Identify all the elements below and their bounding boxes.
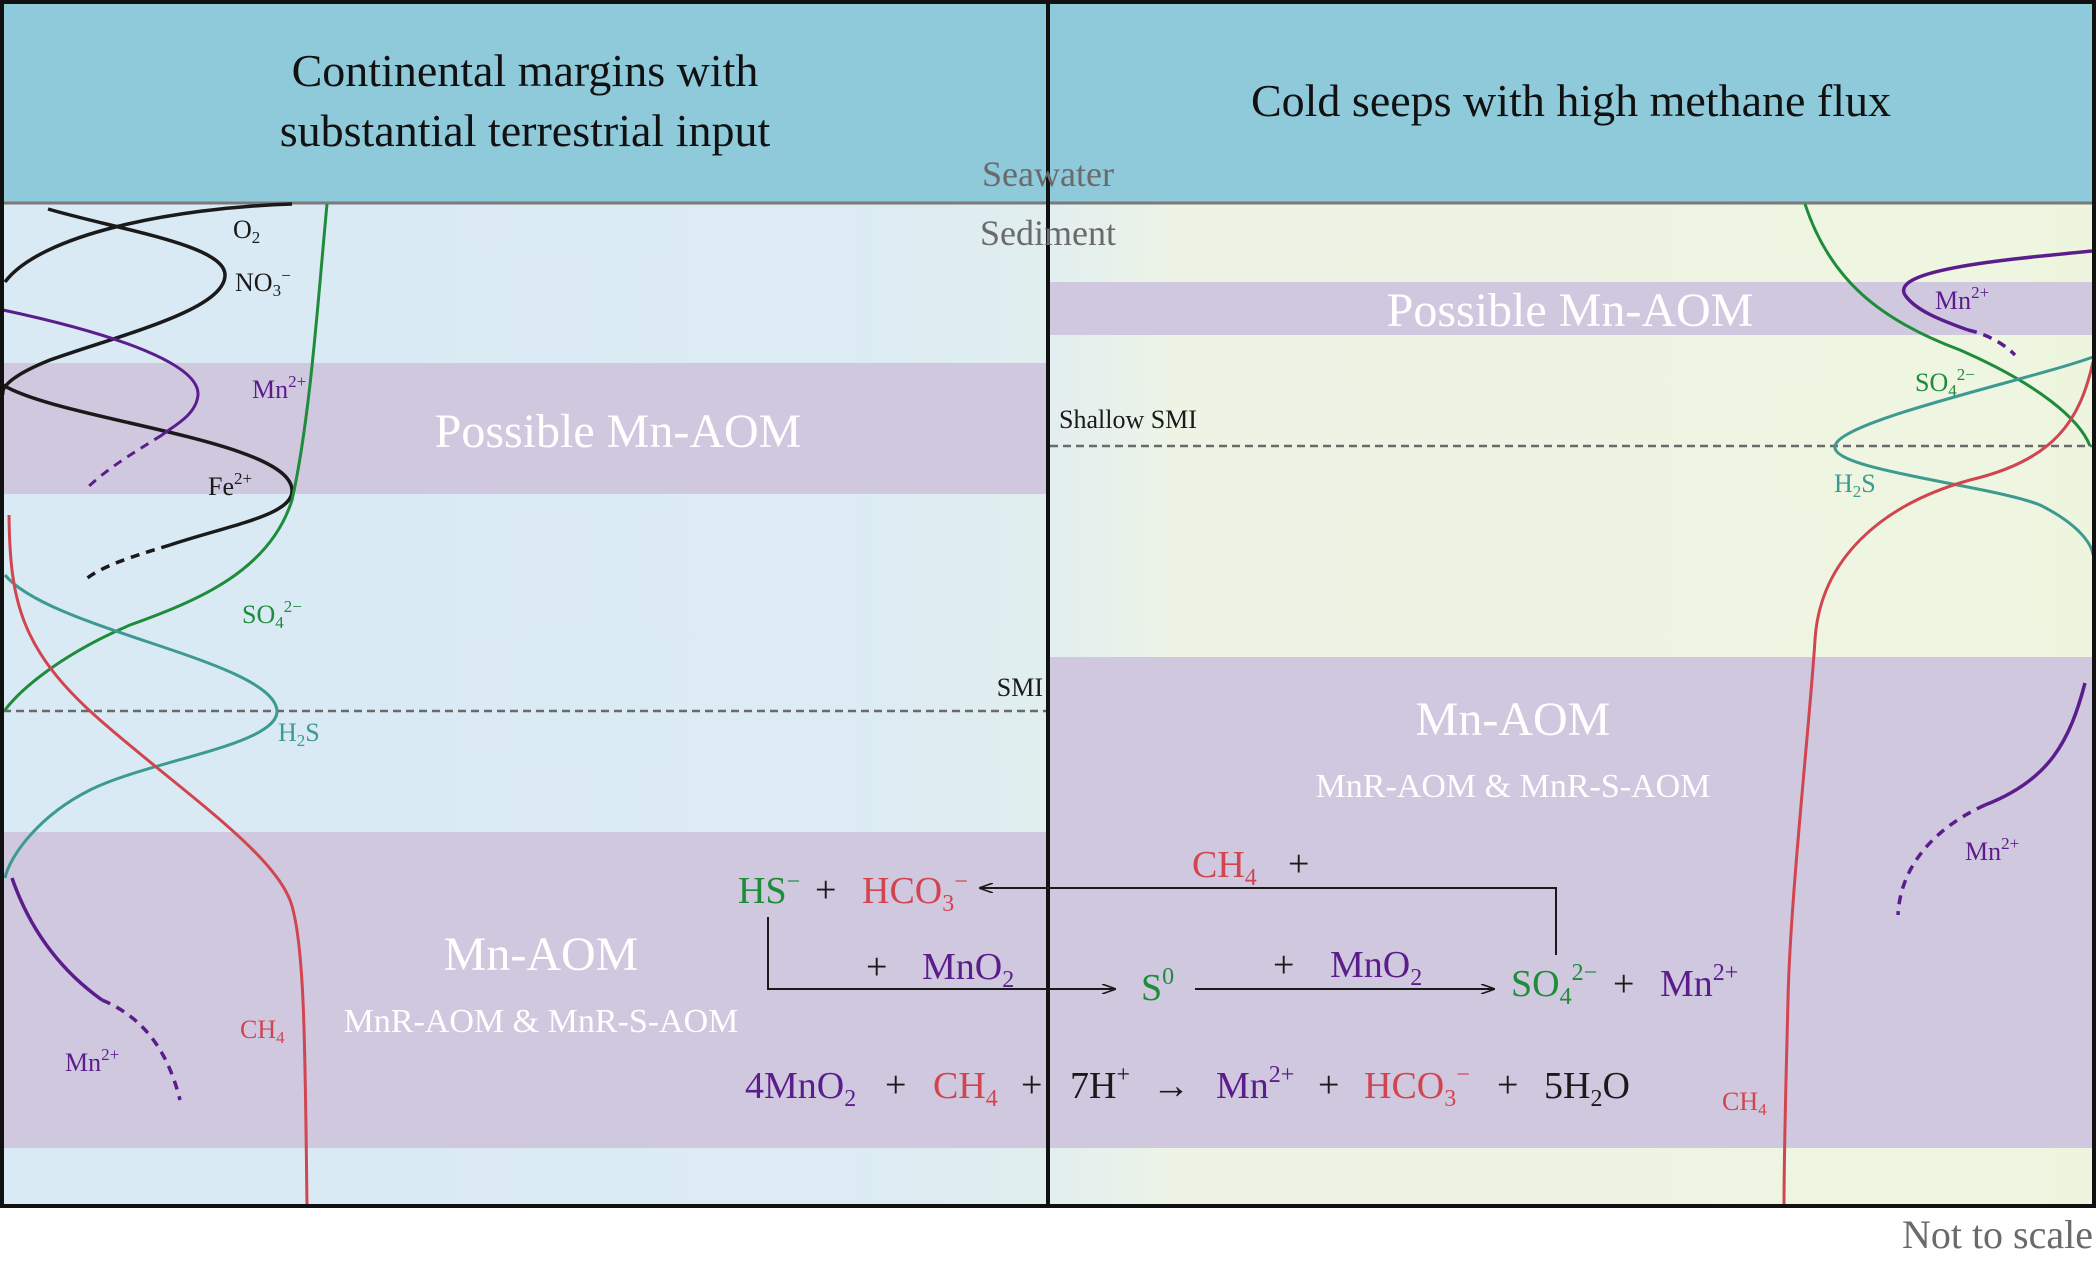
rxn-overall-ch4: CH4 bbox=[933, 1065, 998, 1112]
right-mnaom-sublabel: MnR-AOM & MnR-S-AOM bbox=[1316, 768, 1711, 805]
left-fe-profile bbox=[2, 383, 294, 547]
left-so4-label: SO42− bbox=[242, 597, 302, 632]
rxn-overall-plus-3: + bbox=[1318, 1064, 1339, 1106]
rxn-hco3-top: HCO3− bbox=[862, 869, 968, 917]
left-smi-label: SMI bbox=[997, 673, 1043, 702]
left-profiles bbox=[1, 202, 329, 1207]
rxn-mn: Mn2+ bbox=[1660, 960, 1738, 1005]
left-h2s-label: H2S bbox=[278, 718, 320, 750]
right-mnaom-band bbox=[1050, 657, 2093, 1148]
left-seawater-panel bbox=[3, 3, 1048, 203]
left-title-line2: substantial terrestrial input bbox=[280, 105, 771, 156]
left-mnaom-sublabel: MnR-AOM & MnR-S-AOM bbox=[344, 1003, 739, 1040]
right-possible-mnaom-label: Possible Mn-AOM bbox=[1387, 284, 1754, 337]
right-so4-profile bbox=[1803, 203, 2092, 447]
right-h2s-profile bbox=[1833, 355, 2095, 556]
left-ch4-profile bbox=[7, 514, 309, 1207]
right-seawater-panel bbox=[1048, 3, 2094, 203]
rxn-plus-5: + bbox=[1613, 963, 1634, 1005]
left-title-line1: Continental margins with bbox=[292, 45, 759, 96]
right-mn-profile-lower-dashed bbox=[1896, 803, 1986, 916]
rxn-overall-mn: Mn2+ bbox=[1216, 1062, 1294, 1107]
rxn-overall-mno2: 4MnO2 bbox=[745, 1065, 856, 1112]
right-ch4-profile bbox=[1782, 361, 2095, 1207]
rxn-plus-1: + bbox=[815, 869, 836, 911]
rxn-overall-hco3: HCO3− bbox=[1364, 1062, 1470, 1112]
left-h2s-profile bbox=[3, 574, 279, 879]
right-mn-label-upper: Mn2+ bbox=[1935, 283, 1989, 315]
sediment-label: Sediment bbox=[980, 213, 1116, 253]
not-to-scale-note: Not to scale bbox=[1902, 1212, 2093, 1257]
left-mn-profile-lower bbox=[10, 877, 104, 1002]
left-mn-label-upper: Mn2+ bbox=[252, 372, 306, 404]
rxn-overall-plus-1: + bbox=[885, 1064, 906, 1106]
left-possible-mnaom-band bbox=[3, 363, 1046, 494]
right-smi-label: Shallow SMI bbox=[1059, 405, 1197, 434]
left-mn-label-lower: Mn2+ bbox=[65, 1045, 119, 1077]
rxn-overall-plus-2: + bbox=[1021, 1064, 1042, 1106]
left-ch4-label: CH4 bbox=[240, 1015, 285, 1047]
left-possible-mnaom-label: Possible Mn-AOM bbox=[435, 405, 802, 458]
rxn-overall-plus-4: + bbox=[1497, 1064, 1518, 1106]
left-so4-profile bbox=[3, 203, 329, 711]
right-mn-profile-lower bbox=[1984, 682, 2087, 807]
rxn-overall-water: 5H2O bbox=[1544, 1065, 1630, 1112]
arrow-so4-to-hs bbox=[980, 888, 1557, 955]
rxn-mno2-left: MnO2 bbox=[922, 946, 1014, 993]
rxn-hs: HS− bbox=[738, 869, 800, 912]
reaction-scheme: HS− + HCO3− CH4 + + MnO2 S0 + MnO2 SO42−… bbox=[738, 843, 1738, 1112]
rxn-mno2-right: MnO2 bbox=[1330, 944, 1422, 991]
right-title: Cold seeps with high methane flux bbox=[1251, 75, 1891, 126]
left-no3-profile bbox=[1, 207, 227, 396]
rxn-plus-4: + bbox=[1273, 944, 1294, 986]
left-mn-profile-lower-dashed bbox=[101, 998, 182, 1101]
right-h2s-label: H2S bbox=[1834, 469, 1876, 501]
left-no3-label: NO3− bbox=[235, 266, 291, 300]
left-mn-profile-upper bbox=[2, 308, 200, 437]
rxn-s0: S0 bbox=[1141, 964, 1174, 1009]
right-profiles bbox=[1782, 203, 2095, 1207]
right-mnaom-label: Mn-AOM bbox=[1416, 693, 1611, 746]
rxn-ch4-top: CH4 bbox=[1192, 844, 1257, 891]
right-mn-profile-upper bbox=[1901, 249, 2093, 332]
left-fe-profile-dashed bbox=[83, 543, 171, 582]
right-mn-profile-upper-dashed bbox=[1967, 328, 2017, 357]
rxn-overall-h: 7H+ bbox=[1070, 1062, 1130, 1107]
left-mn-profile-upper-dashed bbox=[83, 433, 163, 492]
seawater-label: Seawater bbox=[982, 154, 1114, 194]
right-mn-label-lower: Mn2+ bbox=[1965, 834, 2019, 866]
arrow-hs-to-s0 bbox=[767, 917, 1115, 989]
rxn-so4: SO42− bbox=[1511, 960, 1597, 1010]
left-o2-label: O2 bbox=[233, 215, 260, 247]
right-ch4-label: CH4 bbox=[1722, 1087, 1767, 1119]
reaction-arrows bbox=[767, 888, 1557, 989]
rxn-overall-arrow: → bbox=[1152, 1065, 1190, 1107]
right-so4-label: SO42− bbox=[1915, 365, 1975, 400]
rxn-plus-2: + bbox=[1288, 843, 1309, 885]
rxn-plus-3: + bbox=[866, 946, 887, 988]
left-mnaom-label: Mn-AOM bbox=[444, 928, 639, 981]
left-fe-label: Fe2+ bbox=[208, 469, 252, 501]
